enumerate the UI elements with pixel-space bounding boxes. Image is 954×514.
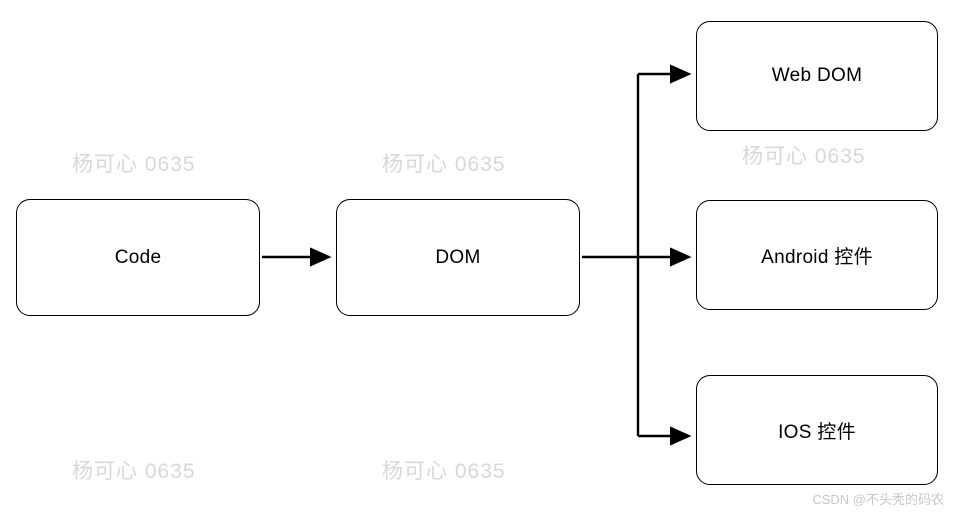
watermark-text: 杨可心 0635 (382, 460, 506, 483)
credit-watermark: CSDN @不头秃的码农 (812, 492, 944, 507)
watermark-text: 杨可心 0635 (742, 145, 866, 168)
node-ios-label: IOS 控件 (778, 421, 856, 443)
watermark-text: 杨可心 0635 (72, 460, 196, 483)
node-dom: DOM (336, 199, 580, 316)
watermark-text: 杨可心 0635 (72, 153, 196, 176)
node-android-label: Android 控件 (761, 246, 873, 268)
node-ios: IOS 控件 (696, 375, 938, 485)
node-code-label: Code (114, 246, 162, 268)
node-web-dom-label: Web DOM (771, 65, 863, 86)
watermark-text: 杨可心 0635 (382, 153, 506, 176)
node-web-dom: Web DOM (696, 21, 938, 131)
node-dom-label: DOM (435, 246, 481, 268)
node-code: Code (16, 199, 260, 316)
node-android: Android 控件 (696, 200, 938, 310)
